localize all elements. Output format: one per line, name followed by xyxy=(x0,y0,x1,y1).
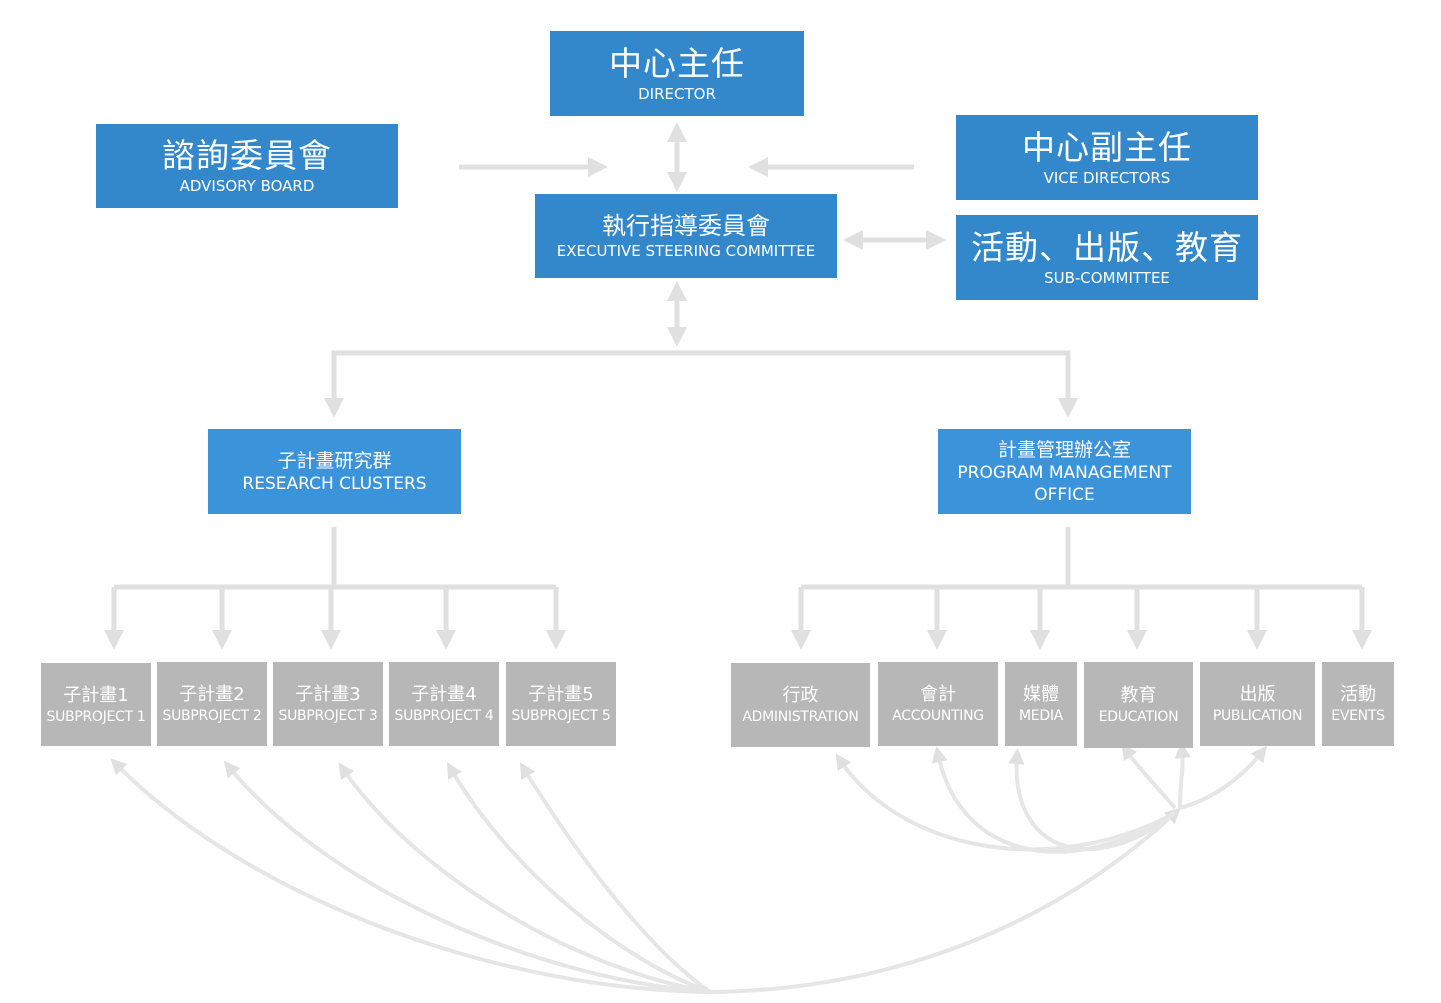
office-administration-box: 行政 ADMINISTRATION xyxy=(731,663,870,747)
vice-directors-box: 中心副主任 VICE DIRECTORS xyxy=(956,115,1258,200)
subproject-4-zh: 子計畫4 xyxy=(411,684,477,705)
advisory-board-box: 諮詢委員會 ADVISORY BOARD xyxy=(96,124,398,208)
director-en: DIRECTOR xyxy=(638,84,716,103)
subcommittee-box: 活動、出版、教育 SUB-COMMITTEE xyxy=(956,215,1258,300)
office-administration-zh: 行政 xyxy=(782,685,819,706)
vice-directors-en: VICE DIRECTORS xyxy=(1043,168,1171,187)
office-accounting-en: ACCOUNTING xyxy=(892,708,984,724)
subcommittee-zh: 活動、出版、教育 xyxy=(971,227,1243,267)
executive-committee-en: EXECUTIVE STEERING COMMITTEE xyxy=(556,242,816,260)
subproject-3-zh: 子計畫3 xyxy=(295,684,361,705)
office-events-box: 活動 EVENTS xyxy=(1322,662,1394,746)
director-box: 中心主任 DIRECTOR xyxy=(550,31,804,116)
subproject-4-box: 子計畫4 SUBPROJECT 4 xyxy=(389,662,499,746)
subproject-2-zh: 子計畫2 xyxy=(179,684,245,705)
office-events-zh: 活動 xyxy=(1340,684,1376,705)
subproject-5-box: 子計畫5 SUBPROJECT 5 xyxy=(506,662,616,746)
subproject-1-en: SUBPROJECT 1 xyxy=(46,708,146,725)
program-office-zh: 計畫管理辦公室 xyxy=(997,438,1131,461)
vice-directors-zh: 中心副主任 xyxy=(1022,127,1192,167)
executive-committee-box: 執行指導委員會 EXECUTIVE STEERING COMMITTEE xyxy=(535,194,837,278)
office-education-zh: 教育 xyxy=(1120,685,1157,706)
subproject-4-en: SUBPROJECT 4 xyxy=(394,708,494,724)
office-events-en: EVENTS xyxy=(1331,708,1385,724)
research-clusters-en: RESEARCH CLUSTERS xyxy=(242,473,427,494)
advisory-board-zh: 諮詢委員會 xyxy=(162,136,332,175)
program-office-en-line2: OFFICE xyxy=(1034,484,1095,505)
subproject-1-zh: 子計畫1 xyxy=(63,684,129,706)
subproject-3-en: SUBPROJECT 3 xyxy=(278,708,378,724)
office-accounting-zh: 會計 xyxy=(920,684,956,705)
subproject-5-en: SUBPROJECT 5 xyxy=(511,708,611,724)
office-publication-box: 出版 PUBLICATION xyxy=(1200,662,1315,746)
subproject-2-box: 子計畫2 SUBPROJECT 2 xyxy=(157,662,267,746)
office-media-zh: 媒體 xyxy=(1023,684,1059,705)
subcommittee-en: SUB-COMMITTEE xyxy=(1044,268,1170,287)
office-media-en: MEDIA xyxy=(1019,708,1063,724)
office-publication-zh: 出版 xyxy=(1239,684,1276,705)
office-media-box: 媒體 MEDIA xyxy=(1005,662,1077,746)
office-administration-en: ADMINISTRATION xyxy=(742,709,859,725)
executive-committee-zh: 執行指導委員會 xyxy=(602,212,770,240)
office-accounting-box: 會計 ACCOUNTING xyxy=(878,662,998,746)
program-office-en-line1: PROGRAM MANAGEMENT xyxy=(957,462,1172,483)
program-office-box: 計畫管理辦公室 PROGRAM MANAGEMENT OFFICE xyxy=(938,429,1191,514)
subproject-2-en: SUBPROJECT 2 xyxy=(162,708,262,724)
director-zh: 中心主任 xyxy=(609,43,745,83)
subproject-3-box: 子計畫3 SUBPROJECT 3 xyxy=(273,662,383,746)
research-clusters-zh: 子計畫研究群 xyxy=(277,449,392,472)
subproject-5-zh: 子計畫5 xyxy=(528,684,594,705)
office-education-box: 教育 EDUCATION xyxy=(1084,662,1193,748)
advisory-board-en: ADVISORY BOARD xyxy=(179,177,315,195)
research-clusters-box: 子計畫研究群 RESEARCH CLUSTERS xyxy=(208,429,461,514)
subproject-1-box: 子計畫1 SUBPROJECT 1 xyxy=(41,663,151,746)
office-publication-en: PUBLICATION xyxy=(1212,708,1303,724)
office-education-en: EDUCATION xyxy=(1098,709,1179,725)
